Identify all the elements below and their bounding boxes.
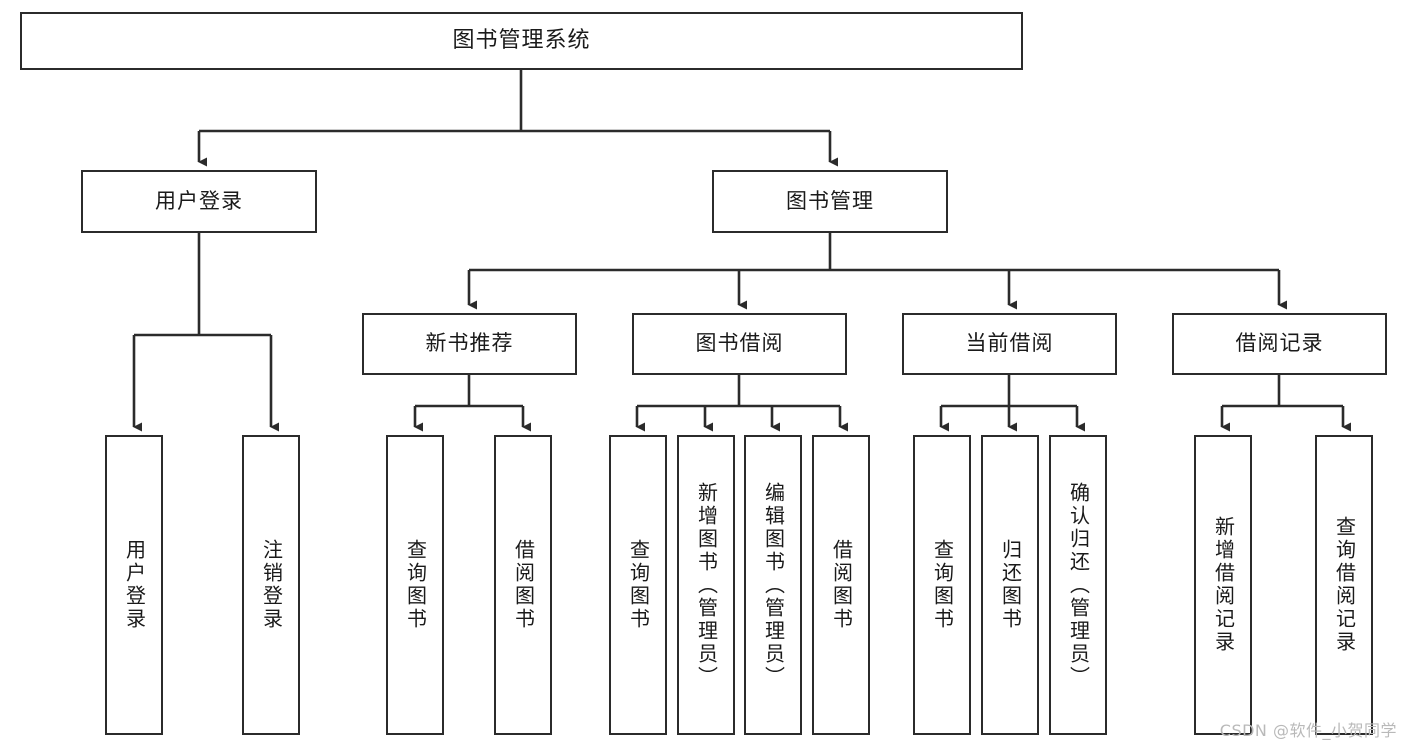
node-label: 用户登录	[155, 188, 243, 213]
node-user-login[interactable]: 用户登录	[81, 170, 317, 233]
leaf-user-logout[interactable]: 注销登录	[242, 435, 300, 735]
node-book-borrow[interactable]: 图书借阅	[632, 313, 847, 375]
csdn-watermark: CSDN @软件_小贺同学	[1219, 721, 1397, 740]
node-label: 新增图书（管理员）	[694, 481, 719, 689]
leaf-query-borrow-record[interactable]: 查询借阅记录	[1315, 435, 1373, 735]
node-label: 当前借阅	[965, 331, 1054, 356]
node-label: 新增借阅记录	[1211, 516, 1236, 654]
node-label: 查询图书	[403, 539, 428, 631]
leaf-add-borrow-record[interactable]: 新增借阅记录	[1194, 435, 1252, 735]
leaf-edit-book-admin[interactable]: 编辑图书（管理员）	[744, 435, 802, 735]
leaf-borrow-query-book[interactable]: 查询图书	[609, 435, 667, 735]
node-book-management[interactable]: 图书管理	[712, 170, 948, 233]
node-new-book-recommendation[interactable]: 新书推荐	[362, 313, 577, 375]
leaf-return-book[interactable]: 归还图书	[981, 435, 1039, 735]
node-label: 借阅记录	[1235, 331, 1324, 356]
node-label: 图书借阅	[695, 331, 784, 356]
node-label: 新书推荐	[425, 331, 514, 356]
node-label: 图书管理系统	[452, 27, 591, 53]
node-label: 借阅图书	[511, 539, 536, 631]
node-label: 编辑图书（管理员）	[761, 481, 786, 689]
node-root-book-management-system[interactable]: 图书管理系统	[20, 12, 1023, 70]
node-label: 查询图书	[626, 539, 651, 631]
node-label: 用户登录	[122, 539, 147, 631]
node-current-borrow[interactable]: 当前借阅	[902, 313, 1117, 375]
node-borrow-record[interactable]: 借阅记录	[1172, 313, 1387, 375]
node-label: 注销登录	[259, 539, 284, 631]
node-label: 归还图书	[998, 539, 1023, 631]
leaf-confirm-return-admin[interactable]: 确认归还（管理员）	[1049, 435, 1107, 735]
node-label: 借阅图书	[829, 539, 854, 631]
node-label: 图书管理	[786, 188, 874, 213]
leaf-add-book-admin[interactable]: 新增图书（管理员）	[677, 435, 735, 735]
node-label: 确认归还（管理员）	[1066, 481, 1091, 689]
leaf-user-login[interactable]: 用户登录	[105, 435, 163, 735]
leaf-new-book-borrow-book[interactable]: 借阅图书	[494, 435, 552, 735]
leaf-borrow-book[interactable]: 借阅图书	[812, 435, 870, 735]
leaf-current-query-book[interactable]: 查询图书	[913, 435, 971, 735]
node-label: 查询借阅记录	[1332, 516, 1357, 654]
leaf-new-book-query-book[interactable]: 查询图书	[386, 435, 444, 735]
node-label: 查询图书	[930, 539, 955, 631]
